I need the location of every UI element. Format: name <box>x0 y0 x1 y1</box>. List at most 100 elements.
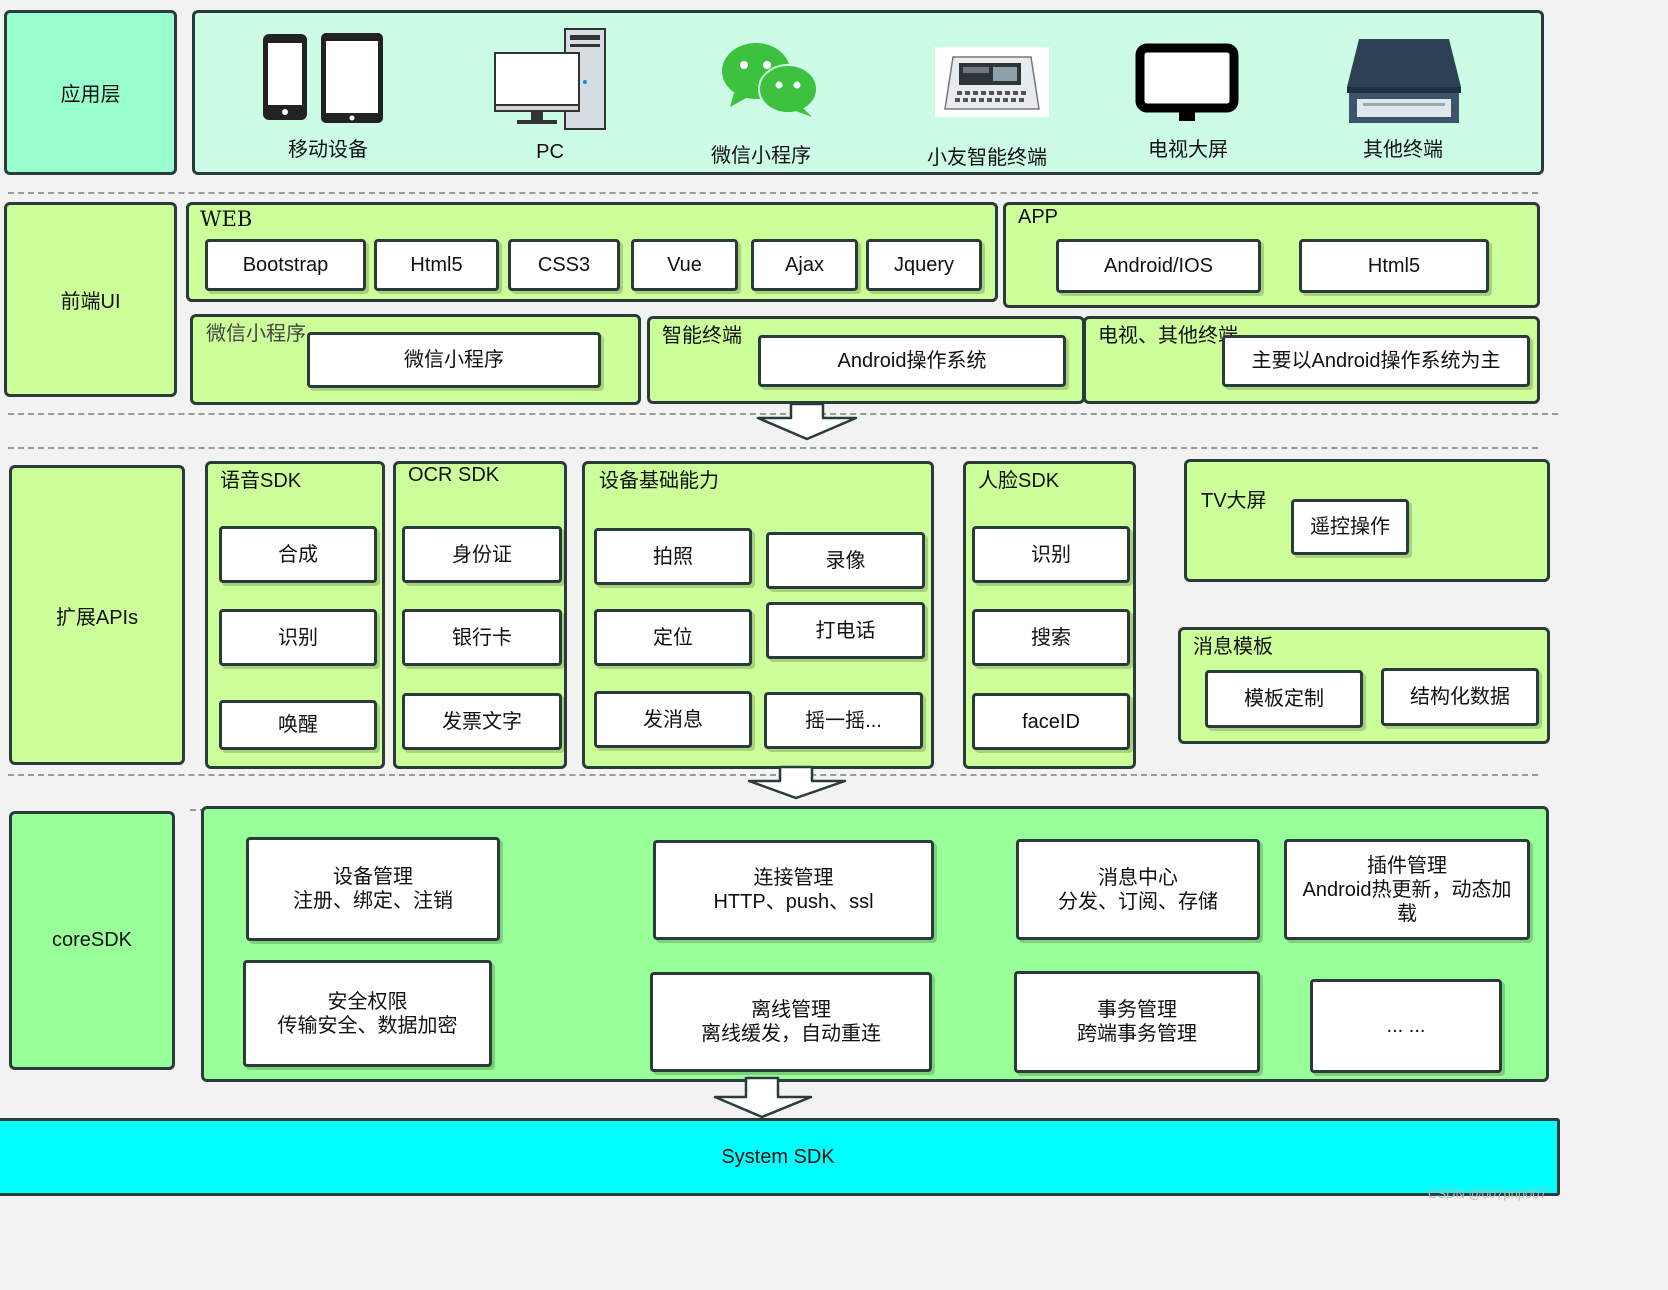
smart-terminal-item: Android操作系统 <box>758 335 1066 387</box>
core-module-offline-mgmt: 离线管理 离线缓发，自动重连 <box>650 972 932 1072</box>
core-layer-label: coreSDK <box>9 811 175 1070</box>
frontend-title: 前端UI <box>60 291 121 313</box>
tv-other-group: 电视、其他终端 主要以Android操作系统为主 <box>1083 316 1540 404</box>
offline-mgmt-desc: 离线缓发，自动重连 <box>701 1023 881 1045</box>
tv-screen-group: TV大屏 遥控操作 <box>1184 459 1550 582</box>
device-label-mobile: 移动设备 <box>288 139 368 161</box>
ocr-item-bankcard: 银行卡 <box>402 609 562 666</box>
tv-other-title: 电视、其他终端 <box>1098 325 1238 347</box>
message-center-desc: 分发、订阅、存储 <box>1058 890 1218 913</box>
device-mgmt-desc: 注册、绑定、注销 <box>293 890 453 912</box>
tv-other-item: 主要以Android操作系统为主 <box>1222 335 1530 387</box>
msg-item-structured: 结构化数据 <box>1381 668 1539 726</box>
system-sdk-title: System SDK <box>721 1145 835 1168</box>
app-item-html5: Html5 <box>1299 239 1489 293</box>
voice-item-wakeup: 唤醒 <box>219 700 377 750</box>
separator-1 <box>8 192 1538 194</box>
device-item-video: 录像 <box>766 532 925 589</box>
core-module-device-mgmt: 设备管理 注册、绑定、注销 <box>246 837 500 941</box>
web-item-vue: Vue <box>631 239 738 291</box>
smart-terminal-title: 智能终端 <box>662 325 742 347</box>
message-template-title: 消息模板 <box>1193 636 1273 658</box>
web-item-css3: CSS3 <box>508 239 620 291</box>
message-center-title: 消息中心 <box>1098 866 1178 889</box>
device-label-smart-terminal: 小友智能终端 <box>927 147 1047 169</box>
security-title: 安全权限 <box>327 990 408 1013</box>
ocr-sdk-title: OCR SDK <box>408 464 500 486</box>
arrow-down-3 <box>713 1076 813 1119</box>
separator-4 <box>8 774 1538 776</box>
core-module-transaction-mgmt: 事务管理 跨端事务管理 <box>1014 971 1260 1073</box>
voice-sdk-group: 语音SDK 合成 识别 唤醒 <box>205 461 385 769</box>
face-item-search: 搜索 <box>972 609 1130 666</box>
smart-terminal-group: 智能终端 Android操作系统 <box>647 316 1085 404</box>
device-item-photo: 拍照 <box>594 528 752 585</box>
web-item-html5: Html5 <box>374 239 499 291</box>
device-item-shake: 摇一摇... <box>764 692 923 749</box>
device-label-other: 其他终端 <box>1363 139 1443 161</box>
web-item-bootstrap: Bootstrap <box>205 239 366 291</box>
miniprogram-group: 微信小程序 微信小程序 <box>190 314 641 405</box>
scanner-icon <box>1347 39 1461 123</box>
core-module-security: 安全权限 传输安全、数据加密 <box>243 960 492 1067</box>
separator-3 <box>8 447 1538 449</box>
ocr-item-invoice: 发票文字 <box>402 693 562 750</box>
mobile-devices-icon <box>263 33 383 123</box>
web-item-ajax: Ajax <box>751 239 858 291</box>
app-layer-title: 应用层 <box>60 84 121 106</box>
face-sdk-title: 人脸SDK <box>978 470 1060 492</box>
arrow-down-2 <box>747 765 847 800</box>
device-label-pc: PC <box>536 141 564 163</box>
miniprogram-item: 微信小程序 <box>307 332 601 388</box>
more-title: ... ... <box>1386 1015 1426 1037</box>
core-module-plugin-mgmt: 插件管理 Android热更新，动态加载 <box>1284 839 1530 940</box>
face-sdk-group: 人脸SDK 识别 搜索 faceID <box>963 461 1136 769</box>
device-label-tv: 电视大屏 <box>1148 139 1228 161</box>
offline-mgmt-title: 离线管理 <box>751 999 831 1021</box>
watermark: CSDN @007php007 <box>1428 1186 1547 1201</box>
web-group: WEB Bootstrap Html5 CSS3 Vue Ajax Jquery <box>186 202 998 302</box>
separator-2 <box>8 413 1558 415</box>
core-module-connection-mgmt: 连接管理 HTTP、push、ssl <box>653 840 934 940</box>
device-item-message: 发消息 <box>594 691 752 748</box>
tv-item-remote: 遥控操作 <box>1291 499 1409 555</box>
pc-icon <box>494 28 606 130</box>
web-item-jquery: Jquery <box>866 239 982 291</box>
transaction-mgmt-desc: 跨端事务管理 <box>1077 1023 1197 1045</box>
plugin-mgmt-title: 插件管理 <box>1367 854 1447 877</box>
core-module-more: ... ... <box>1310 979 1502 1073</box>
ocr-item-idcard: 身份证 <box>402 526 562 583</box>
transaction-mgmt-title: 事务管理 <box>1097 999 1177 1021</box>
face-item-faceid: faceID <box>972 693 1130 750</box>
app-layer-label: 应用层 <box>4 10 177 175</box>
device-item-location: 定位 <box>594 609 752 666</box>
device-capability-group: 设备基础能力 拍照 录像 定位 打电话 发消息 摇一摇... <box>582 461 934 769</box>
device-item-call: 打电话 <box>766 602 925 659</box>
device-capability-title: 设备基础能力 <box>599 470 719 492</box>
smart-terminal-icon <box>935 47 1049 117</box>
app-group: APP Android/IOS Html5 <box>1003 202 1540 308</box>
core-panel: 设备管理 注册、绑定、注销 连接管理 HTTP、push、ssl 消息中心 分发… <box>201 806 1549 1082</box>
app-layer-panel: 移动设备 PC 微信小程序 <box>192 10 1544 175</box>
device-label-wechat: 微信小程序 <box>711 145 811 167</box>
voice-item-recognition: 识别 <box>219 609 377 666</box>
core-module-message-center: 消息中心 分发、订阅、存储 <box>1016 839 1260 940</box>
app-title: APP <box>1018 206 1059 228</box>
web-title: WEB <box>200 207 253 231</box>
app-item-android-ios: Android/IOS <box>1056 239 1261 293</box>
face-item-recognition: 识别 <box>972 526 1130 583</box>
miniprogram-title: 微信小程序 <box>206 321 306 345</box>
apis-layer-label: 扩展APIs <box>9 465 185 765</box>
security-desc: 传输安全、数据加密 <box>277 1014 458 1037</box>
message-template-group: 消息模板 模板定制 结构化数据 <box>1178 627 1550 744</box>
msg-item-custom: 模板定制 <box>1205 670 1363 728</box>
tv-icon <box>1135 43 1239 121</box>
apis-title: 扩展APIs <box>55 606 139 629</box>
wechat-icon <box>722 43 818 117</box>
system-sdk-bar: System SDK <box>0 1118 1560 1196</box>
arrow-down-1 <box>756 402 858 441</box>
voice-sdk-title: 语音SDK <box>220 470 302 492</box>
frontend-layer-label: 前端UI <box>4 202 177 397</box>
plugin-mgmt-desc: Android热更新，动态加载 <box>1302 878 1512 925</box>
tv-screen-title: TV大屏 <box>1201 490 1267 512</box>
